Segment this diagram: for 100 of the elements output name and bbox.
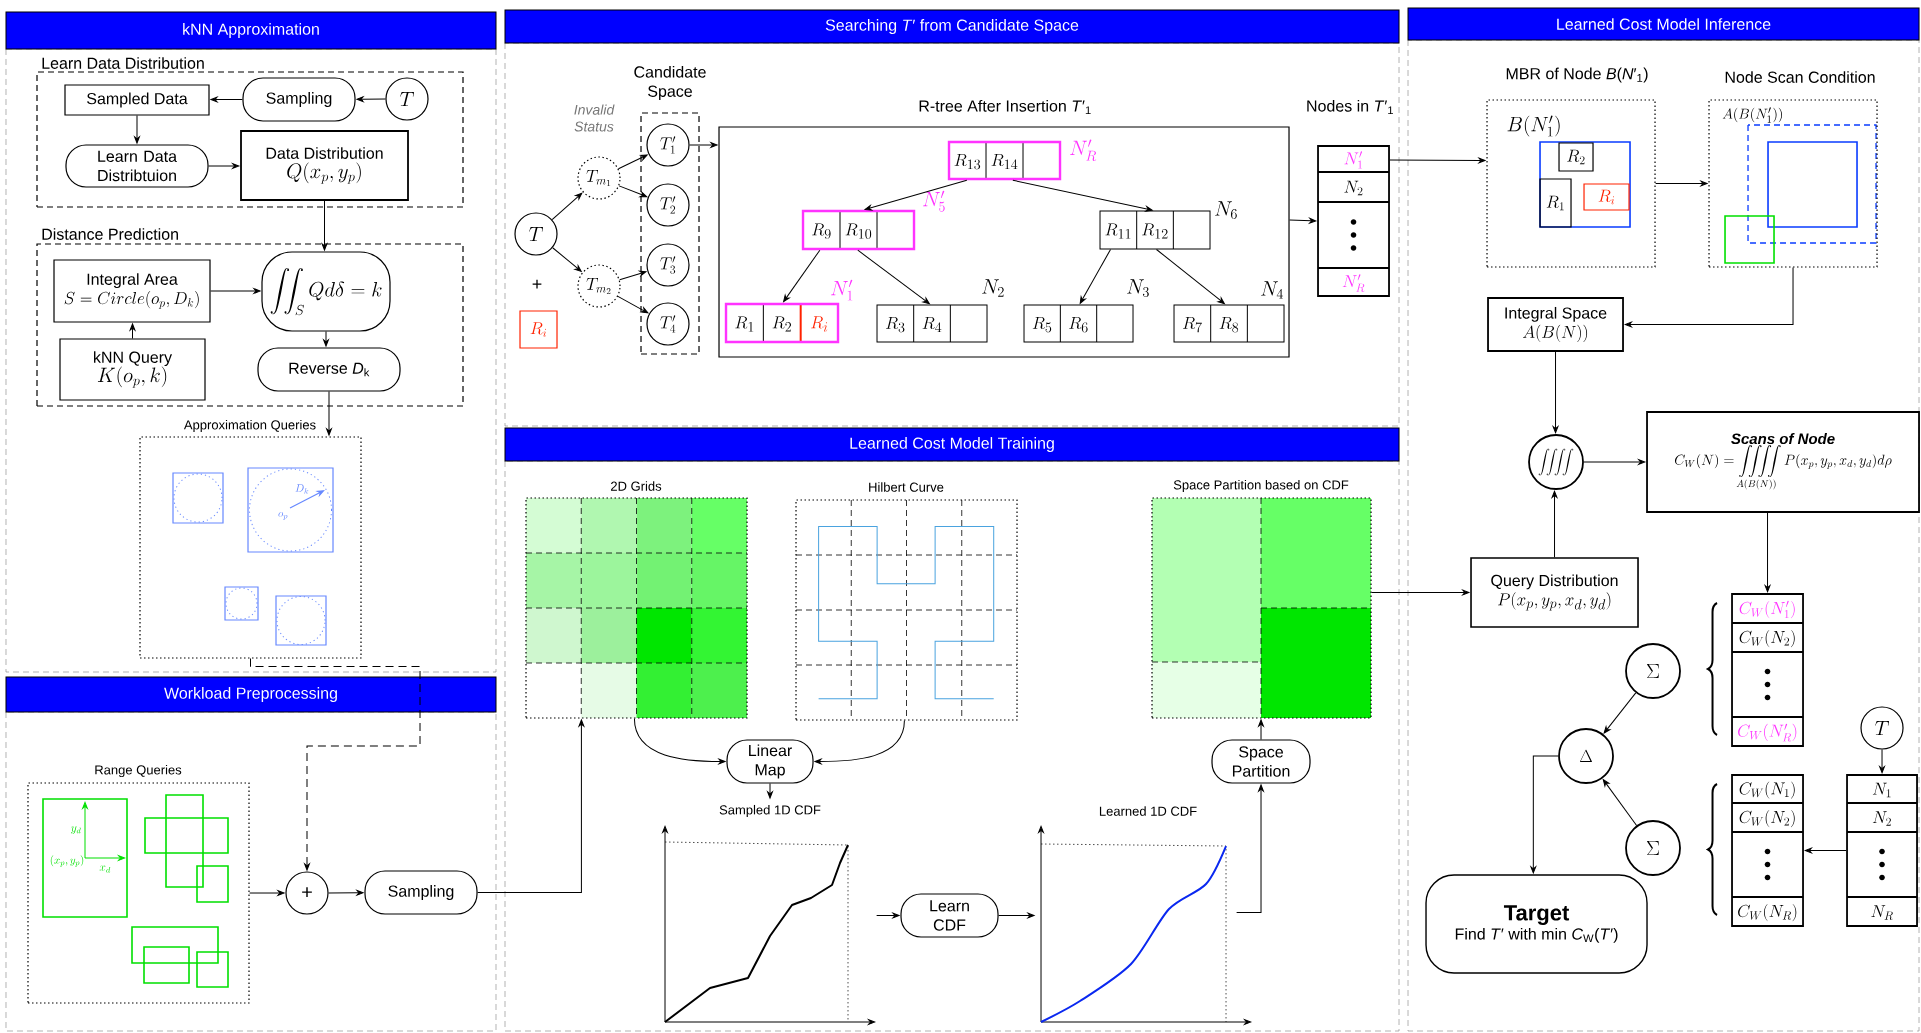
- arrow: [1079, 249, 1111, 304]
- text-box: $R_1$: [1539, 178, 1572, 228]
- arrow: [210, 96, 243, 103]
- cell-label: $R_i$: [811, 316, 828, 332]
- arrow: [1012, 179, 1153, 212]
- arrow: [210, 288, 261, 294]
- circle-node: +: [285, 871, 329, 915]
- chart-title: Hilbert Curve: [869, 482, 944, 492]
- section-heading: Candidate Space: [634, 65, 706, 101]
- circle-node: $T$: [385, 77, 429, 121]
- plus-sign: +: [532, 279, 542, 289]
- chart-title: Approximation Queries: [183, 419, 316, 433]
- text-box: Sampled Data: [64, 84, 210, 116]
- cell-label: $R_{14}$: [991, 153, 1018, 170]
- text-box: Data Distribution $Q(x_p, y_p)$: [240, 130, 409, 201]
- arrow: [1551, 490, 1558, 558]
- circle-node: $\Delta$: [1558, 728, 1614, 784]
- radius-label: $D_k$: [295, 484, 309, 494]
- node-label: $N'_5$: [923, 190, 945, 212]
- arrow: [857, 249, 930, 305]
- chart-title: Sampled 1D CDF: [719, 804, 821, 818]
- rounded-box: Target Find T′ with min C$_{W}$(T′): [1425, 874, 1648, 974]
- text-box: $R_2$: [1558, 142, 1594, 172]
- arrow: [1389, 157, 1486, 164]
- arrow: [998, 912, 1035, 919]
- arrow: [618, 185, 648, 198]
- section-heading: MBR of Node B(N′$_{1}$): [1506, 67, 1648, 83]
- arrow: [134, 115, 140, 144]
- arrow: [1156, 249, 1225, 305]
- arrow: [1289, 217, 1317, 224]
- section-heading: Nodes in T′$_{1}$: [1307, 99, 1393, 115]
- arrow: [618, 154, 648, 170]
- arrow: [619, 270, 647, 281]
- text-box: $R_i$: [1583, 183, 1630, 211]
- circle-node: $\iiiint$: [1528, 434, 1584, 490]
- circle-node: $T'_2$: [646, 183, 690, 227]
- cell-label: $N_2$: [1872, 811, 1891, 826]
- arrow: [323, 331, 329, 347]
- circle-node: $T'_4$: [646, 302, 690, 346]
- cell-label: $R_6$: [1069, 316, 1088, 333]
- arrow: [477, 719, 585, 893]
- circle-node: $\Sigma$: [1625, 820, 1681, 876]
- arrow: [783, 249, 821, 303]
- arrow: [1764, 512, 1771, 593]
- text-box: $R_i$: [519, 310, 558, 349]
- arrow: [617, 295, 649, 314]
- section-heading: R-tree After Insertion T′$_{1}$: [919, 99, 1091, 115]
- arrow: [356, 96, 386, 103]
- cell-label: $R_4$: [922, 316, 942, 333]
- text-box: Scans of Node $C_W(N) = \iiiint\limits_{A(B(N))} P(x_p, y_p, x_d, y_d) d\rho$: [1646, 411, 1920, 513]
- cell-label: $N_R$: [1871, 905, 1893, 920]
- text-box: Integral Area $S = Circle(o_p, D_k)$: [53, 259, 211, 323]
- rounded-box: Space Partition: [1211, 739, 1311, 784]
- circle-node: $T_{m_1}$: [577, 156, 621, 200]
- panel-header: Learned Cost Model Training: [504, 427, 1400, 462]
- rounded-box: Sampling: [364, 870, 478, 915]
- circle-node: $\Sigma$: [1625, 643, 1681, 699]
- point-label: $o_p$: [278, 511, 288, 520]
- panel-header: kNN Approximation: [5, 11, 497, 50]
- arrow: [250, 658, 421, 871]
- circle-node: $T'_1$: [646, 123, 690, 167]
- arrow: [208, 163, 240, 169]
- cell-label: $N'_1$: [1344, 151, 1363, 169]
- section-heading: Learn Data Distribution: [42, 57, 204, 69]
- cell-label: $N_2$: [1344, 180, 1363, 196]
- circle-node: $T_{m_2}$: [577, 264, 621, 308]
- region-label: $A(B(N'_1))$: [1722, 107, 1782, 123]
- arrow: [552, 247, 582, 272]
- status-label: Invalid Status: [574, 104, 615, 132]
- arrow: [1804, 847, 1847, 854]
- rounded-box: Linear Map: [726, 739, 814, 784]
- axis-label: $(x_p, y_p)$: [50, 855, 84, 867]
- cell-label: $R_{13}$: [954, 153, 981, 170]
- rounded-box: Reverse D$_{k}$: [257, 347, 401, 392]
- cell-label: $R_8$: [1219, 316, 1239, 333]
- section-heading: Node Scan Condition: [1725, 71, 1875, 83]
- arrow: [814, 720, 905, 765]
- text-box: kNN Query $K(o_p, k)$: [59, 338, 206, 401]
- node-label: $N_2$: [982, 279, 1004, 297]
- axis-label: $y_d$: [71, 826, 81, 834]
- arrow: [1879, 749, 1885, 774]
- cell-label: $C_W(N_2)$: [1739, 629, 1795, 648]
- cell-label: $R_9$: [812, 223, 831, 239]
- cell-label: $R_{10}$: [845, 223, 872, 239]
- arrow: [876, 912, 900, 919]
- rounded-box: Learn CDF: [900, 893, 999, 938]
- cell-label: $R_{11}$: [1105, 223, 1131, 239]
- cell-label: $R_3$: [885, 316, 905, 333]
- node-label: $N'_1$: [831, 279, 853, 301]
- chart-title: Space Partition based on CDF: [1173, 479, 1349, 493]
- cell-label: $C_W(N'_1)$: [1739, 600, 1795, 619]
- node-label: $N_3$: [1127, 279, 1149, 297]
- arrow: [1655, 180, 1708, 187]
- arrow: [1583, 459, 1646, 465]
- arrow: [1552, 351, 1559, 434]
- arrow: [864, 179, 968, 211]
- arrow: [1371, 589, 1470, 596]
- panel-header: Workload Preprocessing: [5, 676, 497, 713]
- arrow: [1530, 755, 1559, 874]
- rounded-box: Learn Data Distribtuion: [65, 144, 209, 188]
